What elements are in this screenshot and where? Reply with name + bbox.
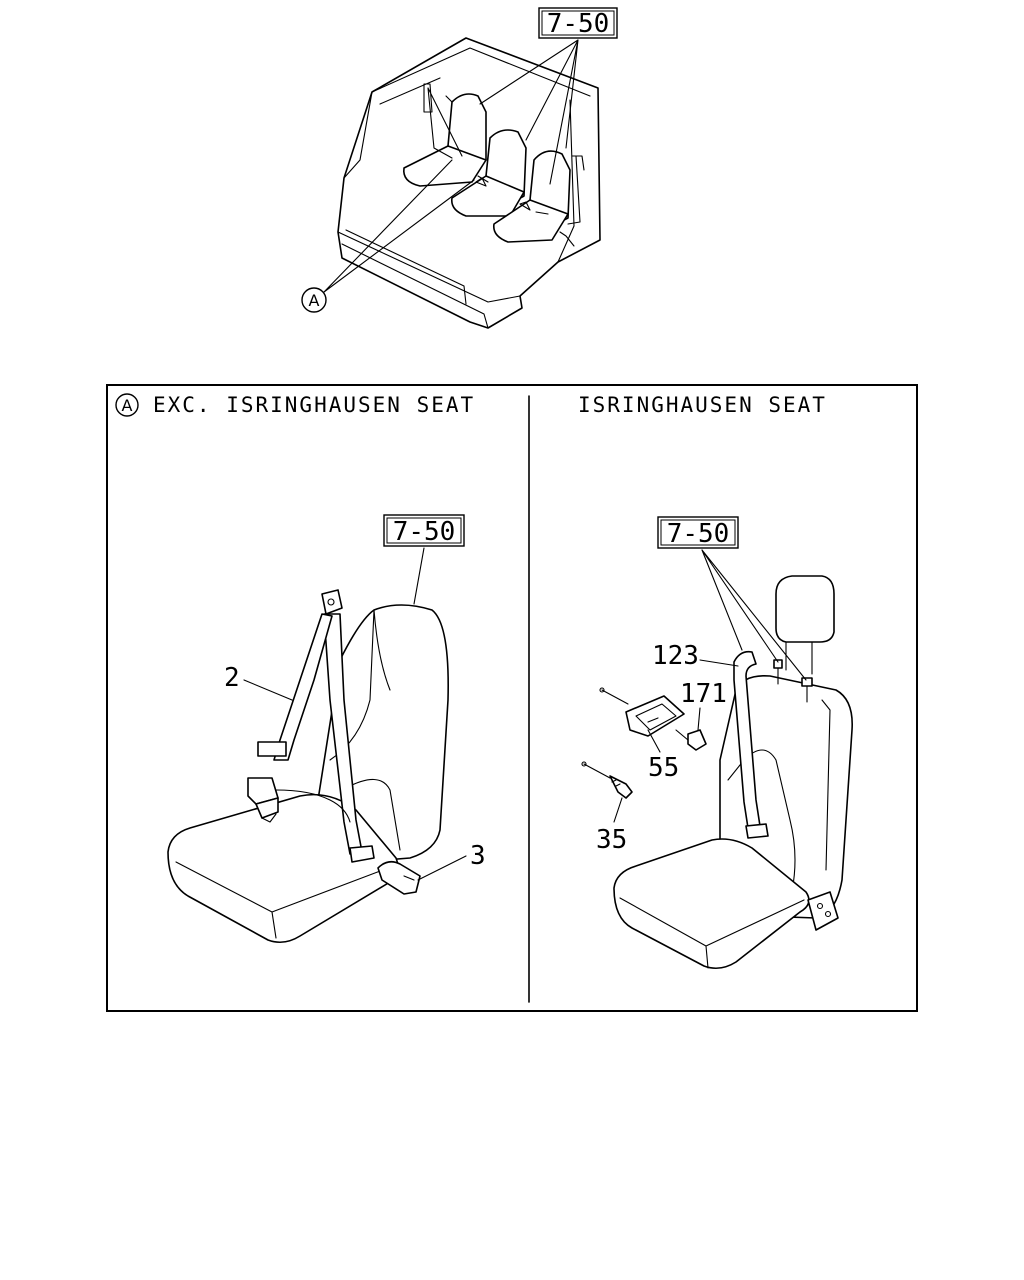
overview-belt-left	[423, 83, 463, 159]
right-integrated-belt	[733, 650, 761, 829]
right-cover-plate	[599, 687, 685, 737]
part-35-callout: 35	[596, 797, 627, 855]
part-123-callout: 123	[652, 641, 739, 671]
overview-detail-callout: A	[301, 159, 475, 313]
left-panel-callout-letter: A	[122, 396, 133, 415]
overview-callout-leaders	[323, 159, 475, 293]
left-panel-header: A EXC. ISRINGHAUSEN SEAT	[115, 393, 475, 417]
overview-buckles	[475, 175, 549, 215]
part-55-callout: 55	[647, 729, 679, 783]
top-reference-callout: 7-50	[479, 7, 618, 185]
part-171-callout: 171	[680, 679, 727, 731]
right-seat-bracket	[807, 891, 839, 931]
left-reference-callout: 7-50	[383, 514, 465, 605]
part-3-label: 3	[470, 841, 486, 871]
overview-wire	[559, 231, 575, 247]
right-belt-tongue	[745, 823, 769, 839]
part-3-callout: 3	[417, 841, 486, 881]
cab-windshield-line	[379, 77, 441, 105]
right-reference-label: 7-50	[667, 519, 730, 549]
part-35-label: 35	[596, 825, 627, 855]
cab-roof-line	[371, 47, 591, 97]
cab-rear-wall	[557, 99, 575, 263]
overview-belt-right	[567, 155, 585, 225]
cab-overview	[337, 37, 601, 329]
cab-side-line	[343, 91, 373, 179]
part-123-label: 123	[652, 641, 699, 671]
top-reference-label: 7-50	[547, 9, 610, 39]
bench-seat-left	[403, 93, 487, 187]
bench-seat-right	[492, 150, 571, 243]
right-screw-cap	[675, 729, 707, 751]
cover-plate-screw-pin	[601, 689, 629, 705]
left-lap-belt	[273, 613, 333, 761]
part-2-callout: 2	[224, 663, 293, 701]
left-belt-tongue	[349, 845, 375, 863]
right-screw	[581, 761, 633, 799]
right-panel-heading: ISRINGHAUSEN SEAT	[578, 393, 827, 417]
part-55-label: 55	[648, 753, 679, 783]
left-belt-anchor	[321, 589, 343, 615]
left-panel-heading: EXC. ISRINGHAUSEN SEAT	[153, 393, 475, 417]
top-leader-lines	[479, 39, 579, 185]
detail-frame	[106, 384, 918, 1012]
left-buckle	[377, 860, 421, 895]
bench-seat-middle	[450, 129, 527, 217]
right-seat-assembly	[613, 575, 853, 970]
left-reference-label: 7-50	[393, 517, 456, 547]
left-belt-guide	[257, 741, 287, 757]
cab-floor-line	[341, 243, 489, 329]
cab-floor-front	[337, 231, 521, 303]
part-2-label: 2	[224, 663, 240, 693]
part-171-label: 171	[680, 679, 727, 709]
right-reference-callout: 7-50	[657, 516, 807, 681]
overview-callout-letter: A	[309, 291, 320, 310]
cab-step-line	[345, 229, 467, 305]
right-headrest	[775, 575, 835, 643]
left-seat-assembly	[167, 589, 449, 944]
